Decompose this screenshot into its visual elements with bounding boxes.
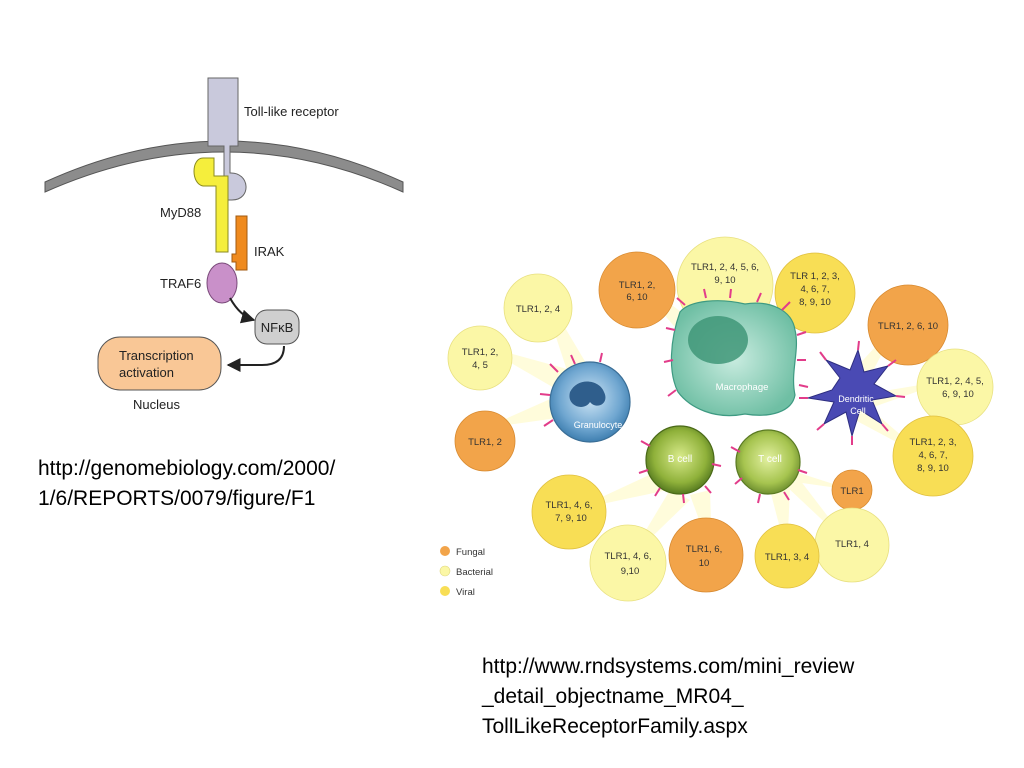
- immune-cell-tlr-diagram: TLR1, 2, 4 TLR1, 2, 4, 5 TLR1, 2 TLR1, 2…: [439, 236, 994, 602]
- legend: Fungal Bacterial Viral: [439, 546, 493, 598]
- cell-membrane: [44, 140, 404, 193]
- myd88-shape: [193, 157, 229, 253]
- legend-item-fungal: Fungal: [440, 546, 485, 558]
- irak-shape: [231, 215, 248, 271]
- bubble-t-3: TLR1, 3, 4: [754, 523, 820, 589]
- bubble-label: TLR1: [840, 486, 863, 497]
- transcription-shape: [97, 336, 222, 391]
- caption-line: http://www.rndsystems.com/mini_review: [482, 655, 855, 678]
- bubble-label: TLR1, 2, 4, 5,: [926, 376, 984, 387]
- bubble-label: 6, 10: [626, 292, 647, 303]
- bubble-gran-2: TLR1, 2, 4, 5: [447, 325, 513, 391]
- bubble-label: TLR1, 4: [835, 539, 869, 550]
- bubble-label: TLR1, 4, 6,: [605, 551, 652, 562]
- dendritic-cell: Dendritic Cell: [799, 340, 906, 445]
- bubble-label: 6, 9, 10: [942, 389, 974, 400]
- myd88-label: MyD88: [160, 205, 201, 220]
- nfkb-label: NFκB: [261, 320, 294, 335]
- dendritic-label-1: Dendritic: [838, 394, 874, 404]
- bubble-t-2: TLR1, 4: [814, 507, 890, 583]
- b-cell-receptors: [638, 440, 722, 504]
- t-cell-label: T cell: [758, 454, 782, 465]
- receptor-label: Toll-like receptor: [244, 104, 339, 119]
- nfkb-to-transcription-arrow: [226, 345, 285, 372]
- b-cell-label: B cell: [668, 454, 692, 465]
- bubble-label: TLR1, 2, 6, 10: [878, 321, 938, 332]
- bubble-label: TLR1, 2: [468, 437, 502, 448]
- macrophage-nucleus: [688, 316, 748, 364]
- bubble-label: TLR1, 2,: [619, 280, 655, 291]
- traf6-label: TRAF6: [160, 276, 201, 291]
- bubble-mac-3: TLR 1, 2, 3, 4, 6, 7, 8, 9, 10: [774, 252, 856, 334]
- legend-label: Viral: [456, 587, 475, 598]
- macrophage-cell: Macrophage: [663, 288, 809, 417]
- macrophage-label: Macrophage: [716, 382, 769, 393]
- bubble-label: 8, 9, 10: [799, 297, 831, 308]
- bubble-label: 4, 6, 7,: [800, 284, 829, 295]
- caption-line: _detail_objectname_MR04_: [482, 685, 744, 708]
- granulocyte-cell: Granulocyte: [539, 352, 631, 443]
- bubble-label: TLR 1, 2, 3,: [790, 271, 840, 282]
- bubble-gran-3: TLR1, 2: [454, 410, 516, 472]
- right-figure-source-link[interactable]: http://www.rndsystems.com/mini_review _d…: [482, 652, 854, 742]
- bubble-gran-1: TLR1, 2, 4: [503, 273, 573, 343]
- legend-label: Fungal: [456, 547, 485, 558]
- macrophage-receptors: [663, 288, 809, 397]
- legend-item-viral: Viral: [440, 586, 475, 598]
- traf6-shape: [206, 262, 238, 304]
- bubble-label: 9,10: [621, 566, 640, 577]
- caption-line: TollLikeReceptorFamily.aspx: [482, 715, 748, 738]
- bubble-label: TLR1, 3, 4: [765, 552, 809, 563]
- bubble-label: 4, 6, 7,: [918, 450, 947, 461]
- bubble-b-2: TLR1, 4, 6, 9,10: [589, 524, 667, 602]
- bubble-b-3: TLR1, 6, 10: [668, 517, 744, 593]
- tlr-signaling-diagram: Toll-like receptor MyD88 IRAK TRAF6 NFκB…: [44, 77, 404, 412]
- bubble-label: 4, 5: [472, 360, 488, 371]
- bubble-label: TLR1, 4, 6,: [546, 500, 593, 511]
- dendritic-label-2: Cell: [850, 406, 866, 416]
- bubble-label: TLR1, 2,: [462, 347, 498, 358]
- bubble-dc-1: TLR1, 2, 6, 10: [867, 284, 949, 366]
- transcription-label-2: activation: [119, 365, 174, 380]
- left-figure-source-link[interactable]: http://genomebiology.com/2000/ 1/6/REPOR…: [38, 454, 335, 514]
- bubble-label: TLR1, 6,: [686, 544, 722, 555]
- bubble-label: TLR1, 2, 4, 5, 6,: [691, 262, 759, 273]
- dendritic-receptors: [799, 340, 906, 445]
- bubble-label: 9, 10: [714, 275, 735, 286]
- bubble-label: TLR1, 2, 3,: [910, 437, 957, 448]
- granulocyte-receptors: [539, 352, 603, 427]
- caption-line: 1/6/REPORTS/0079/figure/F1: [38, 487, 316, 510]
- granulocyte-label: Granulocyte: [574, 420, 623, 430]
- legend-item-bacterial: Bacterial: [439, 565, 493, 578]
- bubble-label: TLR1, 2, 4: [516, 304, 560, 315]
- irak-label: IRAK: [254, 244, 285, 259]
- bubble-mac-1: TLR1, 2, 6, 10: [598, 251, 676, 329]
- bubble-b-1: TLR1, 4, 6, 7, 9, 10: [531, 474, 607, 550]
- legend-label: Bacterial: [456, 567, 493, 578]
- transcription-label-1: Transcription: [119, 348, 194, 363]
- bubble-label: 7, 9, 10: [555, 513, 587, 524]
- nfkb-shape: [254, 309, 300, 345]
- t-cell-receptors: [730, 446, 808, 504]
- bubble-t-1: TLR1: [831, 469, 873, 511]
- bubble-label: 8, 9, 10: [917, 463, 949, 474]
- b-cell: B cell: [638, 425, 722, 504]
- bubble-label: 10: [699, 558, 710, 569]
- bubble-dc-3: TLR1, 2, 3, 4, 6, 7, 8, 9, 10: [892, 415, 974, 497]
- caption-line: http://genomebiology.com/2000/: [38, 457, 336, 480]
- traf6-to-nfkb-arrow: [229, 297, 256, 324]
- t-cell: T cell: [730, 429, 808, 504]
- bubble-dc-2: TLR1, 2, 4, 5, 6, 9, 10: [916, 348, 994, 426]
- granulocyte-nucleus: [569, 381, 606, 407]
- nucleus-label: Nucleus: [133, 397, 180, 412]
